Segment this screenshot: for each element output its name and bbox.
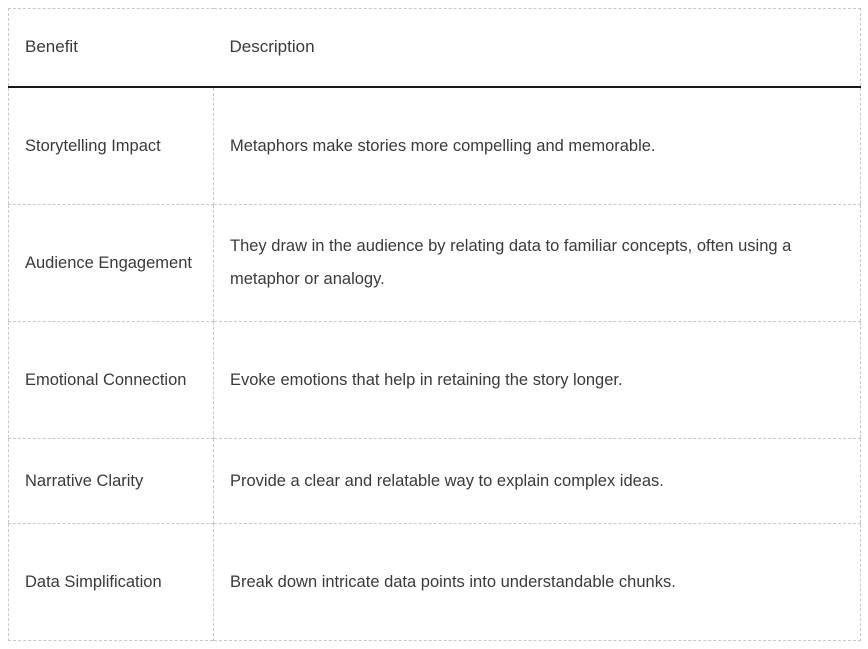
table-row: Audience Engagement They draw in the aud… [8, 204, 861, 322]
table-row: Data Simplification Break down intricate… [8, 523, 861, 641]
table-row: Storytelling Impact Metaphors make stori… [8, 86, 861, 205]
table-body: Storytelling Impact Metaphors make stori… [8, 86, 861, 641]
cell-description: Evoke emotions that help in retaining th… [213, 321, 861, 439]
cell-benefit: Data Simplification [8, 523, 214, 641]
cell-description: They draw in the audience by relating da… [213, 204, 861, 322]
cell-description: Provide a clear and relatable way to exp… [213, 438, 861, 524]
column-header-benefit: Benefit [8, 8, 214, 88]
table-row: Emotional Connection Evoke emotions that… [8, 321, 861, 439]
cell-description: Break down intricate data points into un… [230, 572, 676, 591]
column-header-description: Description [213, 8, 861, 88]
table-row: Narrative Clarity Provide a clear and re… [8, 438, 861, 524]
cell-benefit: Narrative Clarity [8, 438, 214, 524]
benefits-table: Benefit Description Storytelling Impact … [8, 8, 861, 641]
table-header-row: Benefit Description [8, 8, 861, 88]
cell-benefit: Audience Engagement [8, 204, 214, 322]
table-header: Benefit Description [8, 8, 861, 88]
cell-benefit: Emotional Connection [8, 321, 214, 439]
cell-description: Metaphors make stories more compelling a… [213, 86, 861, 205]
cell-benefit: Storytelling Impact [8, 86, 214, 205]
